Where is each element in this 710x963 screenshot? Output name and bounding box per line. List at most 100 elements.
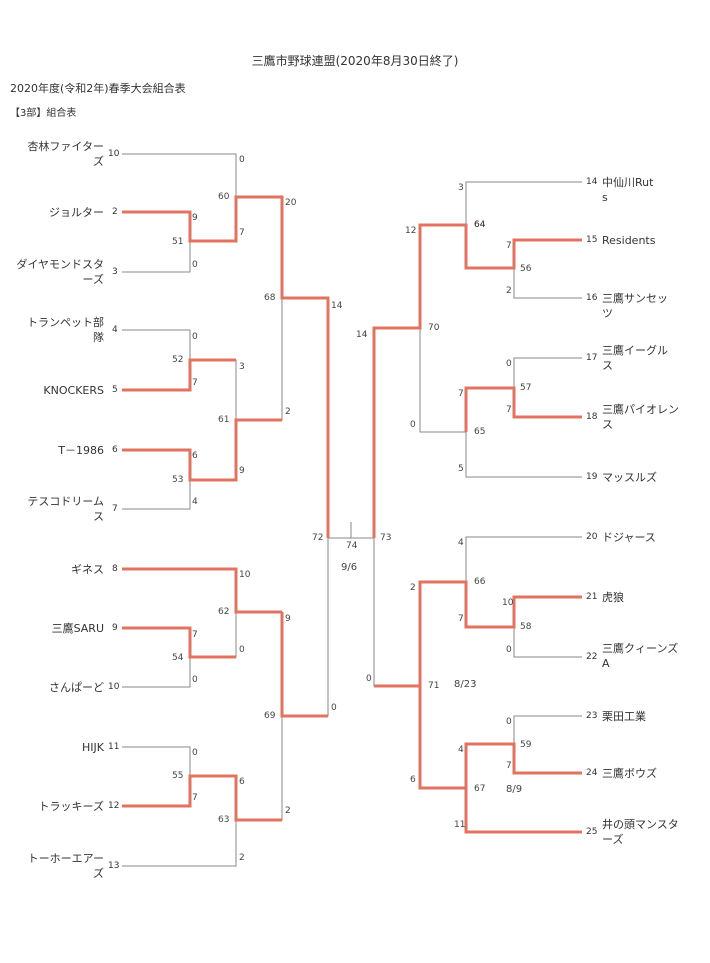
score: 2 bbox=[239, 853, 245, 863]
score: 6 bbox=[192, 451, 198, 461]
tournament-subtitle: 2020年度(令和2年)春季大会組合表 bbox=[10, 82, 186, 95]
right-winner-paths bbox=[372, 223, 582, 834]
score: 12 bbox=[405, 226, 417, 236]
score: 4 bbox=[192, 497, 198, 507]
score: 7 bbox=[506, 241, 512, 251]
match-number: 59 bbox=[520, 740, 532, 750]
team-seed: 6 bbox=[112, 445, 118, 455]
match-number: 66 bbox=[474, 577, 486, 587]
score: 0 bbox=[506, 717, 512, 727]
team-name: さんぱーど bbox=[49, 681, 104, 694]
match-number: 72 bbox=[312, 533, 324, 543]
score: 0 bbox=[506, 359, 512, 369]
score: 0 bbox=[410, 420, 416, 430]
match-number: 61 bbox=[218, 415, 230, 425]
team-seed: 20 bbox=[586, 532, 598, 542]
team-seed: 10 bbox=[108, 682, 120, 692]
score: 0 bbox=[239, 155, 245, 165]
score: 4 bbox=[458, 538, 464, 548]
score: 7 bbox=[458, 389, 464, 399]
team-name: マッスルズ bbox=[602, 471, 657, 484]
left-winner-paths bbox=[122, 195, 330, 822]
match-number: 52 bbox=[172, 355, 184, 365]
score: 14 bbox=[331, 301, 343, 311]
team-seed: 25 bbox=[586, 827, 598, 837]
team-seed: 5 bbox=[112, 385, 118, 395]
score: 64 bbox=[474, 220, 486, 230]
score: 20 bbox=[285, 198, 297, 208]
team-seed: 14 bbox=[586, 177, 598, 187]
team-seed: 8 bbox=[112, 564, 118, 574]
score: 11 bbox=[454, 820, 466, 830]
score: 2 bbox=[410, 583, 416, 593]
score: 10 bbox=[239, 570, 251, 580]
team-name: トーホーエアーズ bbox=[27, 852, 104, 880]
team-name: 三鷹サンセッツ bbox=[602, 292, 668, 320]
team-seed: 10 bbox=[108, 149, 120, 159]
team-seed: 15 bbox=[586, 235, 598, 245]
score: 9 bbox=[285, 614, 291, 624]
team-seed: 22 bbox=[586, 652, 598, 662]
match-number: 71 bbox=[428, 681, 440, 691]
score: 0 bbox=[192, 748, 198, 758]
team-name: トラッキーズ bbox=[38, 800, 104, 813]
match-number: 70 bbox=[428, 323, 440, 333]
team-seed: 16 bbox=[586, 293, 598, 303]
team-seed: 24 bbox=[586, 768, 598, 778]
score: 0 bbox=[331, 703, 337, 713]
score: 9 bbox=[239, 466, 245, 476]
right-bracket-gray bbox=[328, 181, 582, 833]
match-number: 69 bbox=[264, 711, 276, 721]
page-title: 三鷹市野球連盟(2020年8月30日終了) bbox=[251, 54, 459, 68]
score: 0 bbox=[239, 645, 245, 655]
match-number: 65 bbox=[474, 427, 486, 437]
match-number: 63 bbox=[218, 815, 230, 825]
team-seed: 4 bbox=[112, 325, 118, 335]
match-number: 51 bbox=[172, 237, 184, 247]
score: 3 bbox=[239, 362, 245, 372]
team-seed: 18 bbox=[586, 412, 598, 422]
team-name: 三鷹イーグルス bbox=[602, 344, 668, 372]
score: 2 bbox=[285, 806, 291, 816]
score: 10 bbox=[502, 598, 514, 608]
team-name: HIJK bbox=[82, 741, 104, 754]
team-name: Residents bbox=[602, 234, 656, 247]
match-date: 8/23 bbox=[454, 679, 477, 690]
team-name: ドジャース bbox=[602, 531, 656, 544]
team-name: 井の頭マンスターズ bbox=[602, 818, 679, 846]
team-name: ジョルター bbox=[49, 206, 104, 219]
match-number: 54 bbox=[172, 653, 184, 663]
team-name: 三鷹パイオレンス bbox=[602, 403, 679, 431]
score: 2 bbox=[285, 407, 291, 417]
score: 9 bbox=[192, 213, 198, 223]
team-seed: 19 bbox=[586, 472, 598, 482]
team-name: 三鷹SARU bbox=[51, 622, 104, 635]
score: 6 bbox=[410, 775, 416, 785]
score: 0 bbox=[192, 260, 198, 270]
left-bracket-gray bbox=[122, 153, 329, 867]
team-name: ギネス bbox=[71, 563, 104, 576]
section-label: 【3部】組合表 bbox=[10, 108, 77, 119]
team-seed: 7 bbox=[112, 504, 118, 514]
score: 7 bbox=[458, 614, 464, 624]
team-name: ダイヤモンドスターズ bbox=[16, 258, 104, 286]
team-name: KNOCKERS bbox=[43, 384, 104, 397]
match-number: 74 bbox=[346, 541, 358, 551]
score: 0 bbox=[192, 332, 198, 342]
match-number: 53 bbox=[172, 475, 184, 485]
score: 7 bbox=[192, 793, 198, 803]
score: 14 bbox=[356, 330, 368, 340]
match-number: 60 bbox=[218, 192, 230, 202]
score: 0 bbox=[192, 675, 198, 685]
team-seed: 11 bbox=[108, 742, 120, 752]
team-seed: 13 bbox=[108, 861, 120, 871]
team-seed: 3 bbox=[112, 267, 118, 277]
match-number: 56 bbox=[520, 264, 532, 274]
team-seed: 17 bbox=[586, 353, 598, 363]
match-number: 62 bbox=[218, 607, 230, 617]
score: 7 bbox=[239, 228, 245, 238]
match-number: 55 bbox=[172, 771, 184, 781]
team-name: トランペット部隊 bbox=[27, 316, 104, 344]
